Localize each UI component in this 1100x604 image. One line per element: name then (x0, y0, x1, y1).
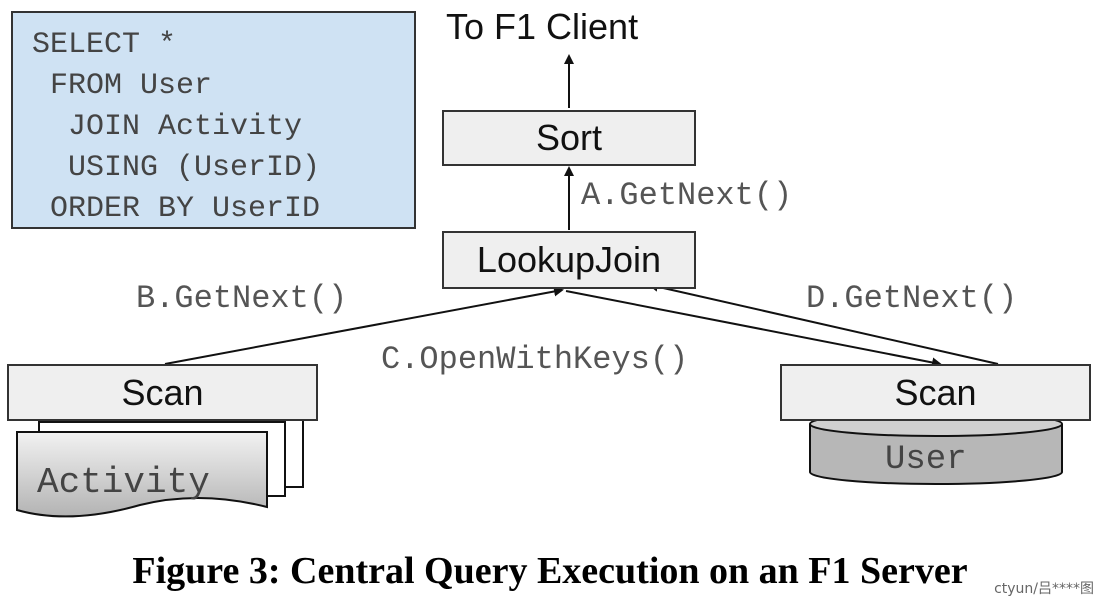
activity-page-front (16, 431, 268, 518)
arrow-join-to-scan-right (565, 290, 942, 368)
call-c-label: C.OpenWithKeys() (381, 341, 689, 378)
arrow-scan-right-to-join (648, 281, 999, 365)
figure-caption: Figure 3: Central Query Execution on an … (132, 550, 968, 592)
sql-line-select: SELECT * (32, 28, 177, 62)
user-table-label: User (885, 441, 967, 479)
watermark-text: ctyun/吕****图 (994, 581, 1094, 597)
scan-right-node: Scan (780, 364, 1091, 421)
sql-query-box: SELECT * FROM User JOIN Activity USING (… (11, 11, 416, 229)
lookup-join-node: LookupJoin (442, 231, 696, 289)
activity-table-label: Activity (37, 462, 210, 503)
call-b-label: B.GetNext() (136, 280, 348, 317)
user-cylinder-body (809, 424, 1063, 485)
sql-line-using: USING (UserID) (32, 151, 321, 185)
scan-left-node: Scan (7, 364, 318, 421)
sort-node: Sort (442, 110, 696, 166)
call-d-label: D.GetNext() (806, 280, 1018, 317)
sql-line-join: JOIN Activity (32, 110, 303, 144)
call-a-label: A.GetNext() (581, 177, 793, 214)
sql-line-order-by: ORDER BY UserID (32, 192, 321, 226)
sql-line-from: FROM User (32, 69, 213, 103)
client-label: To F1 Client (446, 6, 639, 47)
arrow-scan-left-to-join (164, 286, 564, 365)
